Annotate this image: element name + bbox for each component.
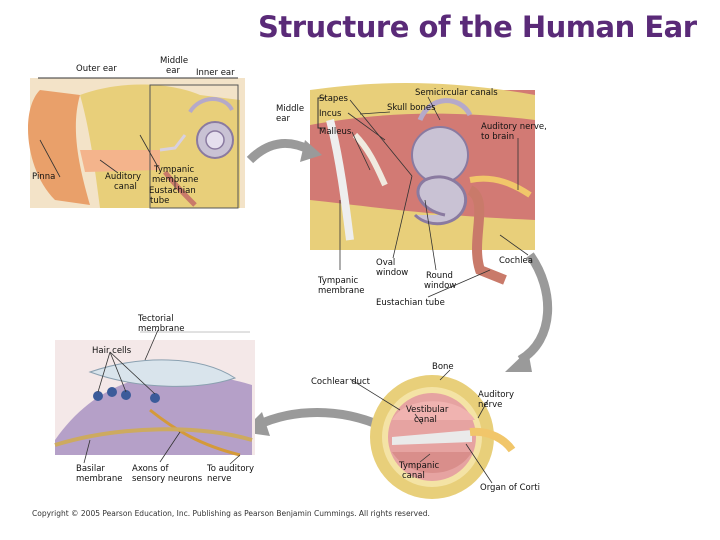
tympanic-membrane-label-line2: membrane (152, 175, 199, 185)
oval-window-label-line1: Oval (376, 258, 396, 268)
vestibular-canal-label-line1: Vestibular (406, 405, 449, 415)
inner-ear-label: Inner ear (196, 68, 235, 78)
skull-bones-label: Skull bones (387, 103, 436, 113)
tympanic-membrane-label-line1: Tympanic (154, 165, 195, 175)
organ-of-corti-label: Organ of Corti (480, 483, 540, 493)
semicircular-canals-label: Semicircular canals (415, 88, 498, 98)
outer-ear-label: Outer ear (76, 64, 117, 74)
middle-ear-label-line1: Middle (276, 104, 305, 114)
eustachian-tube-label: Eustachian tube (376, 298, 445, 308)
tympanic-membrane-label-line2: membrane (318, 286, 365, 296)
copyright-notice: Copyright © 2005 Pearson Education, Inc.… (32, 509, 430, 518)
cochlea-label: Cochlea (499, 256, 533, 266)
cochlear-duct-label: Cochlear duct (311, 377, 370, 387)
tectorial-membrane-label-line2: membrane (138, 324, 185, 334)
outer-ear-illustration (28, 77, 245, 209)
tympanic-membrane-label-line1: Tympanic (318, 276, 359, 286)
auditory-nerve-label-line2: nerve (478, 400, 503, 410)
pinna-label: Pinna (32, 172, 56, 182)
malleus-label: Malleus (319, 127, 352, 137)
auditory-canal-label-line1: Auditory (105, 172, 142, 182)
round-window-label-line2: window (424, 281, 457, 291)
oval-window-label-line2: window (376, 268, 409, 278)
hair-cells-label: Hair cells (92, 346, 132, 356)
auditory-nerve-label-line1: Auditory nerve, (481, 122, 547, 132)
to-auditory-nerve-label-line1: To auditory (207, 464, 255, 474)
tectorial-membrane-label-line1: Tectorial (138, 314, 174, 324)
axons-label-line2: sensory neurons (132, 474, 203, 484)
tympanic-canal-label-line2: canal (402, 471, 425, 481)
incus-label: Incus (319, 109, 342, 119)
axons-label-line1: Axons of (132, 464, 169, 474)
eustachian-tube-label-line2: tube (150, 196, 170, 206)
round-window-label-line1: Round (426, 271, 453, 281)
eustachian-tube-label-line1: Eustachian (149, 186, 196, 196)
tympanic-canal-label-line1: Tympanic (399, 461, 440, 471)
middle-ear-label-line1: Middle (160, 56, 189, 66)
middle-ear-label-line2: ear (166, 66, 180, 76)
vestibular-canal-label-line2: canal (414, 415, 437, 425)
basilar-membrane-label-line1: Basilar (76, 464, 105, 474)
bone-label: Bone (432, 362, 454, 372)
to-auditory-nerve-label-line2: nerve (207, 474, 232, 484)
middle-ear-label-line2: ear (276, 114, 290, 124)
leader-lines (39, 96, 529, 484)
organ-of-corti-illustration (54, 331, 255, 457)
basilar-membrane-label-line2: membrane (76, 474, 123, 484)
auditory-nerve-label-line2: to brain (481, 132, 515, 142)
auditory-nerve-label-line1: Auditory (478, 390, 515, 400)
cochlea-section-illustration (370, 375, 516, 499)
page-title: Structure of the Human Ear (258, 10, 697, 44)
auditory-canal-label-line2: canal (114, 182, 137, 192)
middle-inner-ear-illustration (310, 83, 535, 285)
stapes-label: Stapes (319, 94, 348, 104)
